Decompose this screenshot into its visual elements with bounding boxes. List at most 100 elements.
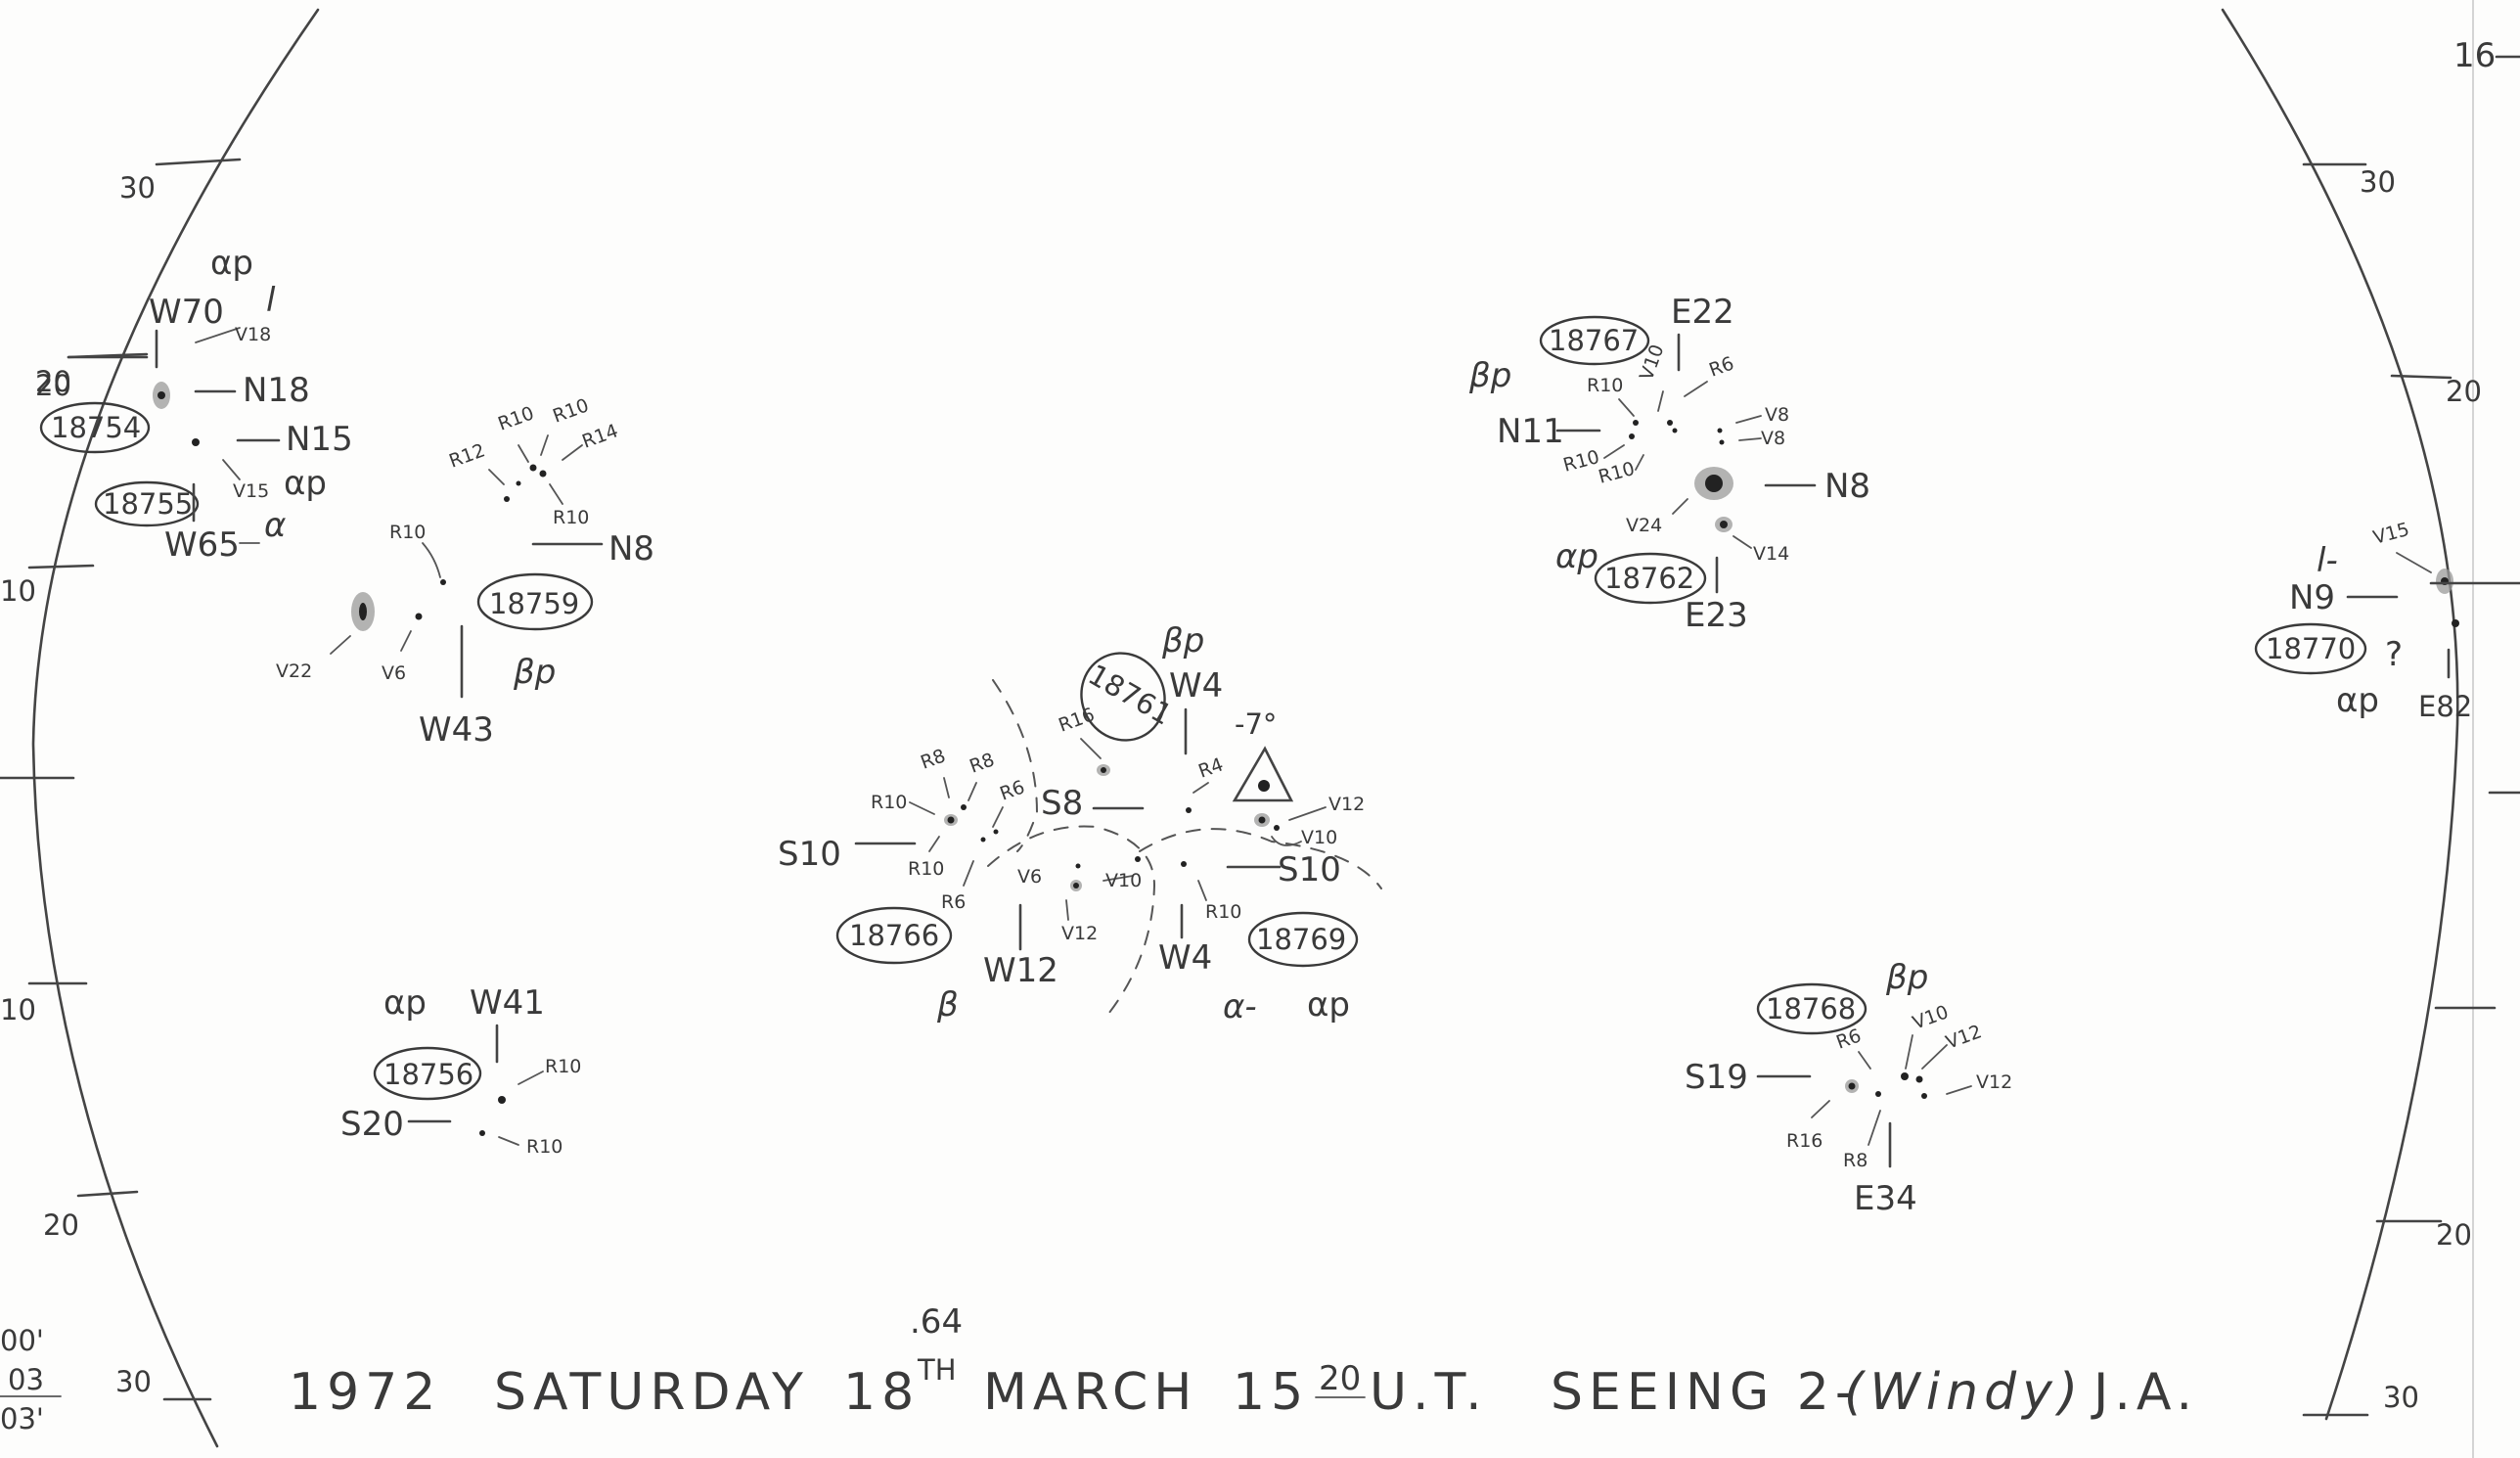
label-18770-v15: V15 xyxy=(2371,519,2412,549)
right-scale-label-5: 30 xyxy=(2383,1381,2419,1414)
label-18769-w4: W4 xyxy=(1158,938,1212,978)
right-scale-label-3: 20 xyxy=(2446,375,2482,408)
sunspot-icon xyxy=(479,1130,485,1136)
group-18762: V24 V14 αp 18762 E23 xyxy=(1555,498,1789,635)
label-18766-beta: β xyxy=(936,985,959,1025)
caption-observer: J.A. xyxy=(2091,1363,2198,1422)
label-18759-r14: R14 xyxy=(579,420,621,452)
label-18767-v8a: V8 xyxy=(1765,404,1789,426)
left-scale-label-6: 30 xyxy=(115,1365,152,1398)
left-scale-label-3: 10 xyxy=(0,574,36,608)
label-18766-r10a: R10 xyxy=(871,792,907,813)
left-scale: 30 20 10 10 20 30 xyxy=(0,158,242,1401)
label-18767-beta-p: βp xyxy=(1468,356,1511,395)
label-18756-r10b: R10 xyxy=(526,1136,562,1158)
caption-time-suffix: U.T. xyxy=(1370,1363,1488,1422)
group-id-18756: 18756 xyxy=(383,1058,473,1091)
group-18766: R8 R8 R10 R6 S10 R10 R6 V6 V12 18766 W12… xyxy=(778,745,1098,1025)
group-18755: 18755 W65 α xyxy=(94,480,286,565)
label-18768-e34: E34 xyxy=(1854,1179,1917,1218)
caption-weekday: SATURDAY xyxy=(494,1363,809,1422)
label-18766-r8a: R8 xyxy=(918,745,948,773)
label-18767-n11: N11 xyxy=(1497,412,1564,451)
group-id-circle xyxy=(373,1046,482,1101)
label-18767-r6: R6 xyxy=(1706,352,1736,381)
sunspot-icon xyxy=(993,829,999,835)
group-id-circle xyxy=(1080,652,1166,742)
label-18768-v12a: V12 xyxy=(1943,1021,1984,1053)
sunspot-icon xyxy=(1667,420,1673,426)
label-18770-l: l- xyxy=(2317,541,2338,580)
group-id-circle xyxy=(1247,911,1359,968)
label-18761-minus7: -7° xyxy=(1235,707,1277,741)
label-18754-n15: N15 xyxy=(286,420,353,459)
triangle-marker-icon xyxy=(1232,746,1294,802)
label-18768-v10: V10 xyxy=(1910,1001,1951,1033)
group-18761: βp 18761 W4 R16 -7° R4 S8 V12 V10 xyxy=(1041,621,1365,848)
sunspot-icon xyxy=(158,391,165,399)
label-18759-w43: W43 xyxy=(419,710,494,750)
sunspot-icon xyxy=(1186,807,1192,813)
group-id-circle xyxy=(476,572,594,631)
sunspot-icon xyxy=(1258,780,1270,792)
group-boundaries xyxy=(987,679,1382,1019)
group-id-circle xyxy=(94,480,200,527)
caption-seeing: SEEING 2- xyxy=(1551,1363,1860,1422)
label-18759-r10a: R10 xyxy=(495,402,537,434)
label-18766-w12: W12 xyxy=(983,951,1058,990)
group-id-18770: 18770 xyxy=(2266,632,2356,665)
label-18762-alpha-p: αp xyxy=(1555,537,1598,576)
label-18766-v12: V12 xyxy=(1061,923,1098,944)
label-18761-beta-p: βp xyxy=(1161,621,1204,661)
corner-note-1: 00' xyxy=(0,1324,44,1357)
sunspot-icon xyxy=(1901,1072,1909,1080)
label-18754-v18: V18 xyxy=(235,324,271,345)
sunspot-icon xyxy=(1075,863,1081,869)
group-18767: 18767 E22 βp R10 V10 R6 N11 V8 V8 R10 R1… xyxy=(1468,293,1870,506)
caption-hour: 15 xyxy=(1233,1363,1309,1422)
group-id-circle xyxy=(1756,982,1868,1035)
label-18759-n8: N8 xyxy=(608,529,654,569)
label-18759-v6: V6 xyxy=(382,662,406,684)
group-id-18766: 18766 xyxy=(849,919,939,952)
corner-note-3: 03' xyxy=(0,1402,44,1435)
label-18759-beta-p: βp xyxy=(513,653,556,692)
right-scale-label-1: 16 xyxy=(2453,36,2496,75)
label-18756-w41: W41 xyxy=(470,983,545,1023)
sunspot-icon xyxy=(1181,861,1187,867)
label-18756-alpha-p: αp xyxy=(383,983,427,1023)
caption: 1972 SATURDAY 18 TH .64 MARCH 15 20 U.T.… xyxy=(289,1302,2198,1422)
caption-conditions: (Windy) xyxy=(1844,1363,2084,1422)
caption-minutes: 20 xyxy=(1319,1359,1361,1398)
sunspot-icon xyxy=(1720,521,1728,528)
group-18769: V10 S10 R10 W4 18769 α- αp xyxy=(1102,850,1359,1026)
label-18761-w4: W4 xyxy=(1169,666,1223,706)
sunspot-icon xyxy=(1875,1091,1881,1097)
sunspot-icon xyxy=(1705,475,1723,492)
label-18756-r10a: R10 xyxy=(545,1056,581,1077)
sunspot-icon xyxy=(359,603,367,620)
sunspot-icon xyxy=(1633,420,1639,426)
sunspot-icon xyxy=(1921,1093,1927,1099)
label-18768-r16: R16 xyxy=(1786,1130,1822,1152)
label-18766-v6: V6 xyxy=(1017,866,1042,888)
label-18767-r10a: R10 xyxy=(1587,375,1623,396)
group-id-18762: 18762 xyxy=(1604,562,1694,595)
group-id-18755: 18755 xyxy=(103,487,193,521)
label-18761-s8: S8 xyxy=(1041,784,1083,823)
label-18769-r10: R10 xyxy=(1205,901,1241,923)
sunspot-icon xyxy=(947,816,955,824)
sunspot-icon xyxy=(1719,439,1725,445)
label-18766-r8b: R8 xyxy=(967,749,997,777)
right-scale-label-4: 20 xyxy=(2436,1218,2472,1252)
group-id-circle xyxy=(2254,622,2367,675)
right-scale-label-2: 30 xyxy=(2360,165,2396,199)
left-scale-label-5: 20 xyxy=(43,1208,79,1242)
label-18766-s10: S10 xyxy=(778,835,841,874)
label-18759-r10d: R10 xyxy=(389,522,426,543)
sunspot-icon xyxy=(192,438,200,446)
label-18767-v8b: V8 xyxy=(1761,428,1785,449)
group-id-18754: 18754 xyxy=(51,411,141,444)
sunspot-icon xyxy=(440,579,446,585)
